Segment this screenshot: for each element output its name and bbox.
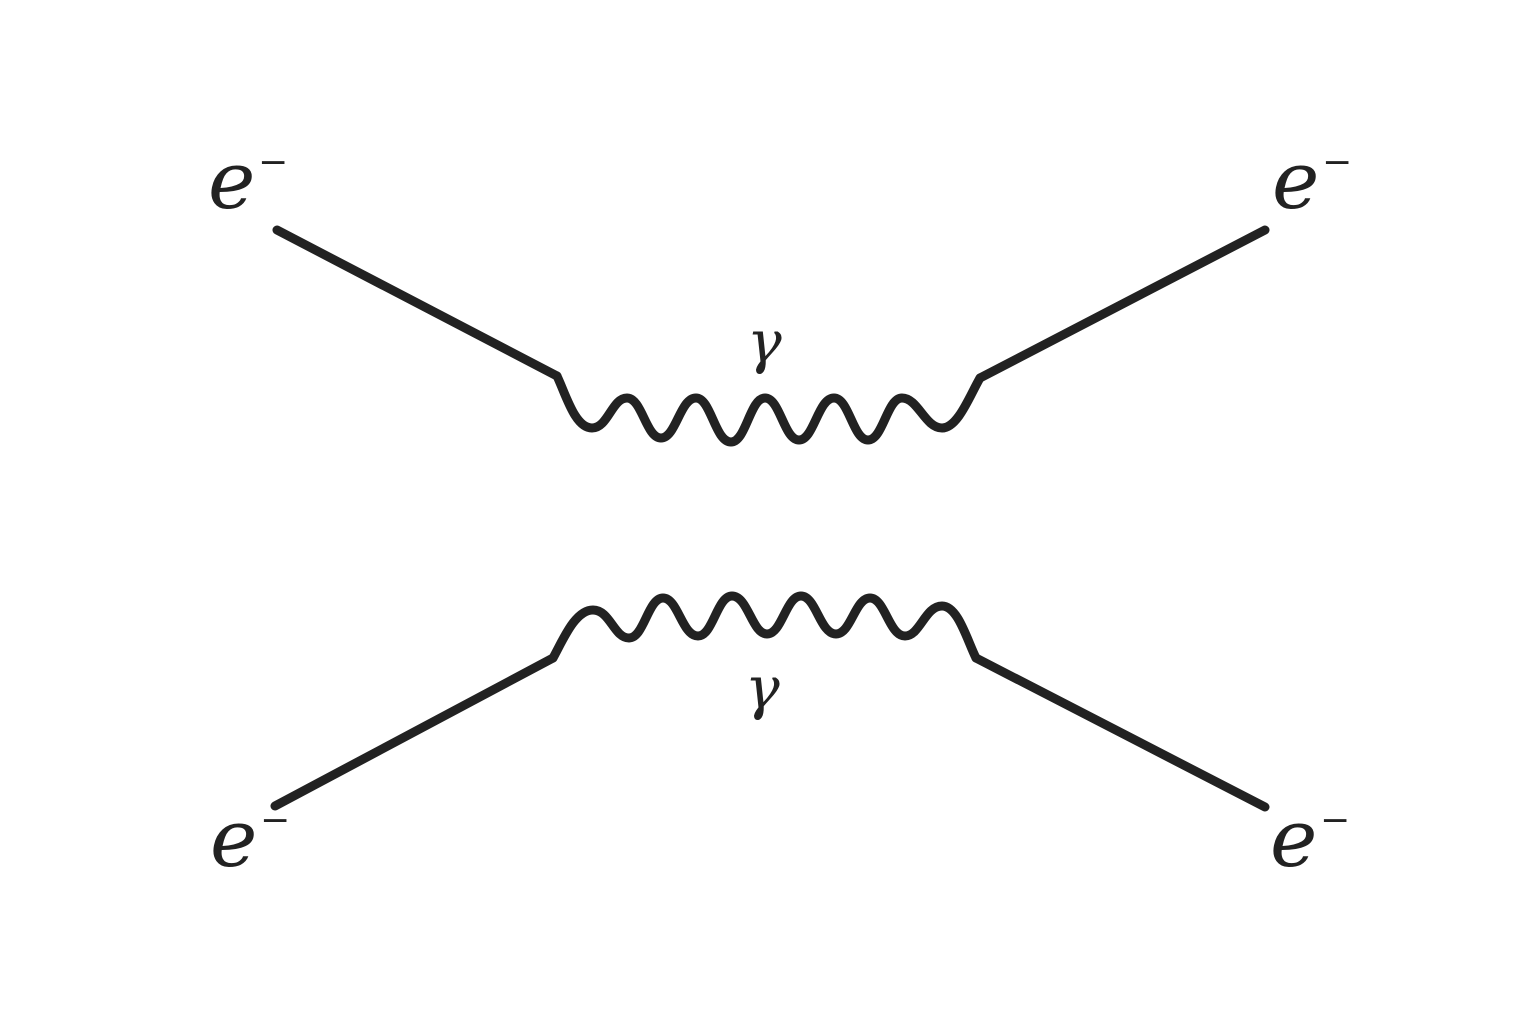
upper-photon-wave (552, 371, 985, 447)
upper-left-electron-line (272, 225, 562, 381)
lower-photon-label: γ (745, 654, 780, 722)
lower-right-electron-label: e − (1270, 792, 1350, 885)
lower-left-electron-symbol: e (210, 792, 257, 885)
upper-left-electron-symbol: e (208, 134, 255, 227)
lower-left-electron-line (270, 653, 558, 811)
lower-left-electron-charge: − (260, 800, 290, 841)
upper-right-electron-label: e − (1272, 134, 1352, 227)
upper-right-electron-charge: − (1322, 142, 1352, 183)
upper-right-electron-symbol: e (1272, 134, 1319, 227)
upper-left-electron-charge: − (258, 142, 288, 183)
lower-photon-wave (548, 591, 981, 663)
lower-right-electron-line (971, 653, 1270, 812)
upper-right-electron-line (975, 225, 1270, 383)
lower-left-electron-label: e − (210, 792, 290, 885)
lower-right-electron-symbol: e (1270, 792, 1317, 885)
upper-left-electron-label: e − (208, 134, 288, 227)
lower-right-electron-charge: − (1320, 800, 1350, 841)
upper-photon-label: γ (747, 308, 782, 376)
